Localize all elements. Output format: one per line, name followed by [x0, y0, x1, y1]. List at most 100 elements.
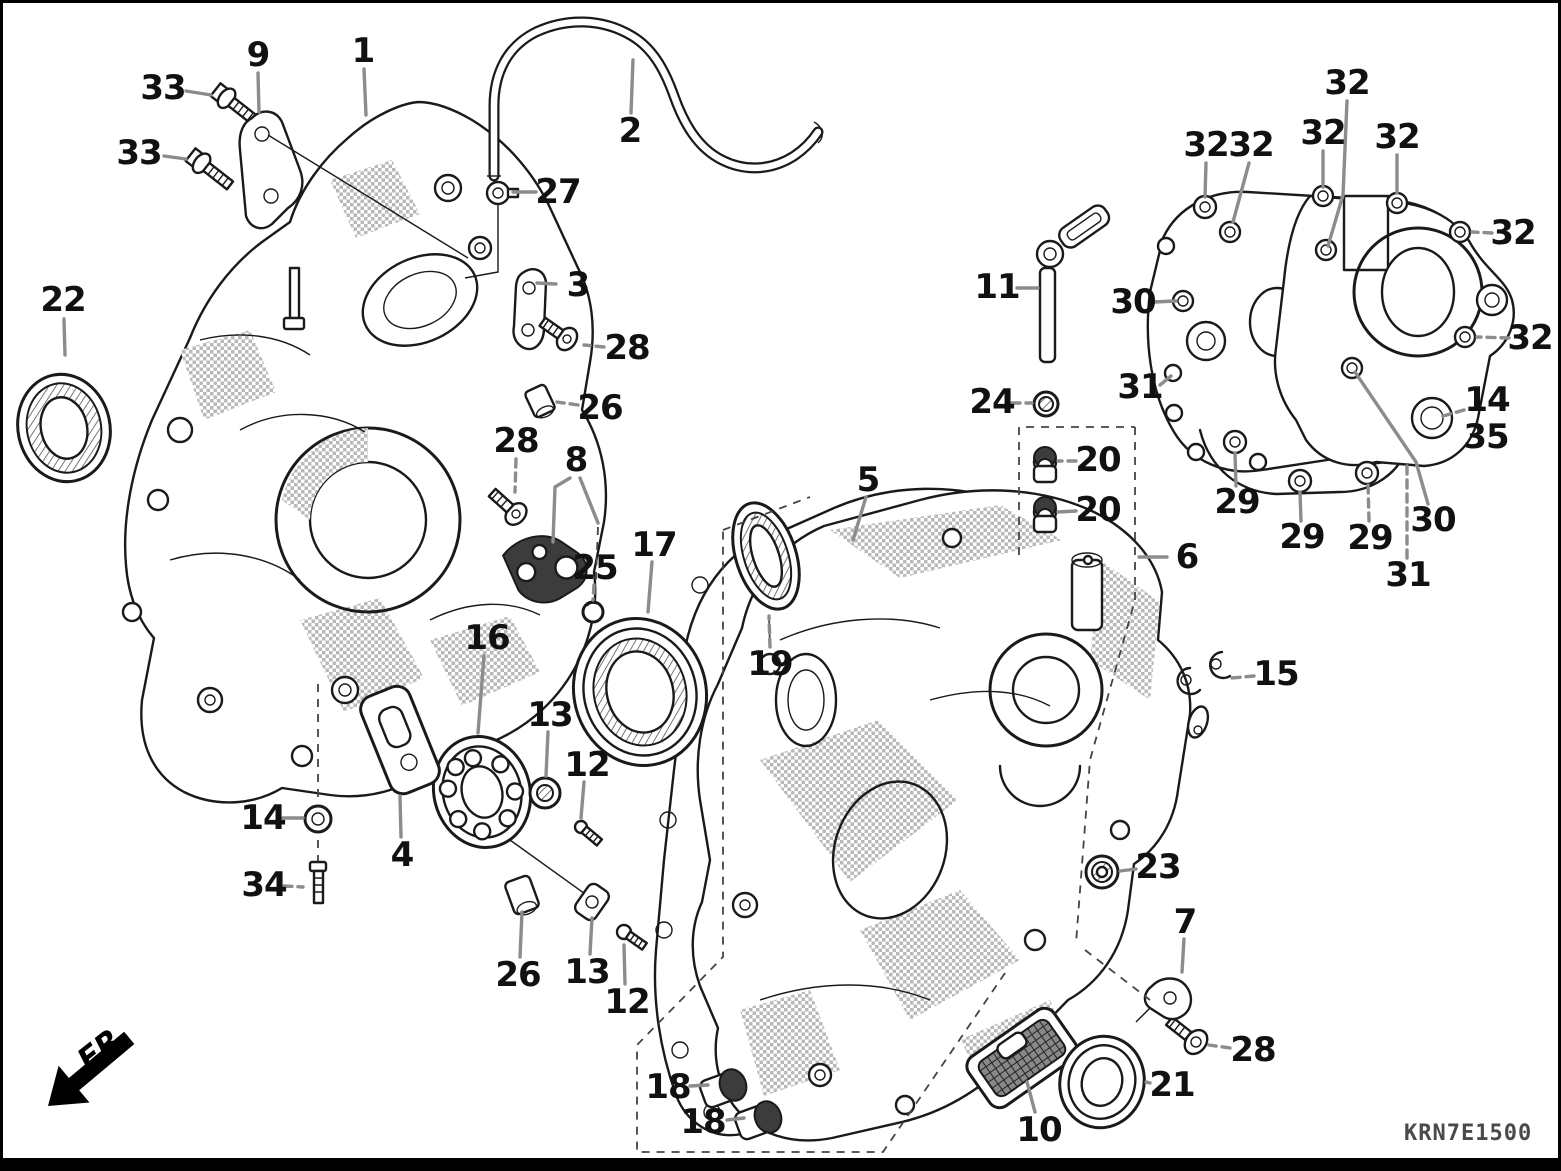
callout-29: 29: [1279, 517, 1324, 557]
oil-strainer-10: [965, 1006, 1079, 1110]
callout-28: 28: [604, 328, 649, 368]
leader-25: [591, 583, 596, 602]
leader-3: [535, 281, 558, 286]
leader-19: [767, 614, 772, 649]
leader-9: [256, 71, 261, 114]
leader-30: [1151, 299, 1178, 304]
ball-25: [581, 600, 605, 624]
callout-22: 22: [40, 280, 85, 320]
callout-4: 4: [391, 835, 414, 875]
leader-18: [725, 1116, 746, 1122]
leader-8: [551, 476, 572, 544]
callout-29: 29: [1214, 482, 1259, 522]
callout-12: 12: [564, 745, 609, 785]
leader-32: [1231, 161, 1251, 224]
leader-18: [688, 1083, 710, 1088]
leader-5: [851, 495, 868, 542]
diagram-code: KRN7E1500: [1404, 1121, 1532, 1146]
rubber-mount-plate-4: [359, 684, 441, 796]
leader-33: [184, 89, 213, 97]
callout-35: 35: [1463, 417, 1508, 457]
bolt-34: [308, 860, 328, 905]
leader-23: [1118, 867, 1138, 873]
rubber-mount-18b: [733, 1100, 783, 1141]
callout-21: 21: [1149, 1065, 1194, 1105]
callout-19: 19: [747, 644, 792, 684]
washer-13-lower: [573, 882, 611, 922]
callout-32: 32: [1228, 125, 1273, 165]
callout-14: 14: [240, 798, 286, 838]
leader-13: [588, 916, 594, 956]
callout-11: 11: [974, 267, 1019, 307]
leader-29: [1233, 451, 1238, 488]
leader-7: [1180, 937, 1186, 974]
leader-16: [476, 654, 486, 735]
leader-12: [622, 943, 627, 986]
leader-26: [555, 400, 580, 407]
callout-7: 7: [1174, 902, 1197, 942]
leader-15: [1230, 674, 1256, 680]
joint-gasket-3: [512, 268, 548, 351]
callout-18: 18: [680, 1102, 725, 1142]
callout-10: 10: [1016, 1110, 1062, 1150]
bolt-28-bottom: [1164, 1015, 1209, 1056]
leader-lines: [62, 58, 1511, 1122]
bolt-28-mid: [487, 487, 528, 526]
leader-2: [629, 58, 635, 115]
ratchet-lever-8: [501, 535, 588, 604]
leader-28: [513, 457, 518, 494]
fr-direction-arrow: FR.: [48, 1015, 138, 1106]
callout-14: 14: [1464, 380, 1510, 420]
callout-25: 25: [572, 548, 617, 588]
callout-13: 13: [564, 952, 609, 992]
leader-29: [1366, 482, 1371, 523]
callout-6: 6: [1176, 537, 1199, 577]
callout-32: 32: [1183, 125, 1228, 165]
callout-24: 24: [969, 382, 1015, 422]
callout-33: 33: [116, 133, 161, 173]
callout-32: 32: [1490, 213, 1535, 253]
leader-32: [1470, 230, 1494, 235]
seal-23: [1084, 854, 1120, 890]
callout-12: 12: [604, 982, 649, 1022]
callout-32: 32: [1324, 63, 1369, 103]
callout-8: 8: [565, 440, 588, 480]
callout-23: 23: [1135, 847, 1180, 887]
bolt-33-lower: [184, 147, 235, 191]
bolt-28-upper: [538, 316, 579, 352]
callout-30: 30: [1110, 282, 1156, 322]
leader-21: [1144, 1080, 1152, 1085]
dowel-20a: [1032, 446, 1058, 484]
dowel-20b: [1032, 496, 1058, 534]
leader-28: [1207, 1043, 1232, 1050]
callout-16: 16: [464, 618, 509, 658]
callout-17: 17: [631, 525, 676, 565]
dowel-26-lower: [504, 874, 540, 916]
leader-17: [646, 560, 654, 614]
screw-12-upper: [573, 819, 604, 847]
leader-29: [1298, 490, 1303, 523]
needle-bearing-19: [731, 501, 801, 611]
callout-29: 29: [1347, 518, 1392, 558]
leader-30: [1353, 370, 1430, 506]
leader-1: [362, 67, 368, 117]
leader-12: [579, 780, 586, 820]
callout-30: 30: [1410, 500, 1456, 540]
callout-5: 5: [857, 460, 880, 500]
washer-14-left: [303, 684, 333, 862]
leader-32: [1475, 335, 1511, 340]
stay-7: [1084, 949, 1193, 1023]
callout-34: 34: [241, 865, 287, 905]
dowel-26-upper: [524, 383, 556, 419]
leader-32: [1203, 161, 1208, 199]
callout-3: 3: [567, 265, 590, 305]
callout-26: 26: [577, 388, 622, 428]
right-crankcase-half: [691, 489, 1192, 1142]
breather-tube-2: [487, 16, 824, 182]
leader-22: [62, 317, 67, 357]
leader-34: [282, 884, 305, 889]
leader-20: [1056, 509, 1078, 514]
screw-12-lower: [615, 923, 648, 951]
callout-9: 9: [247, 35, 270, 75]
